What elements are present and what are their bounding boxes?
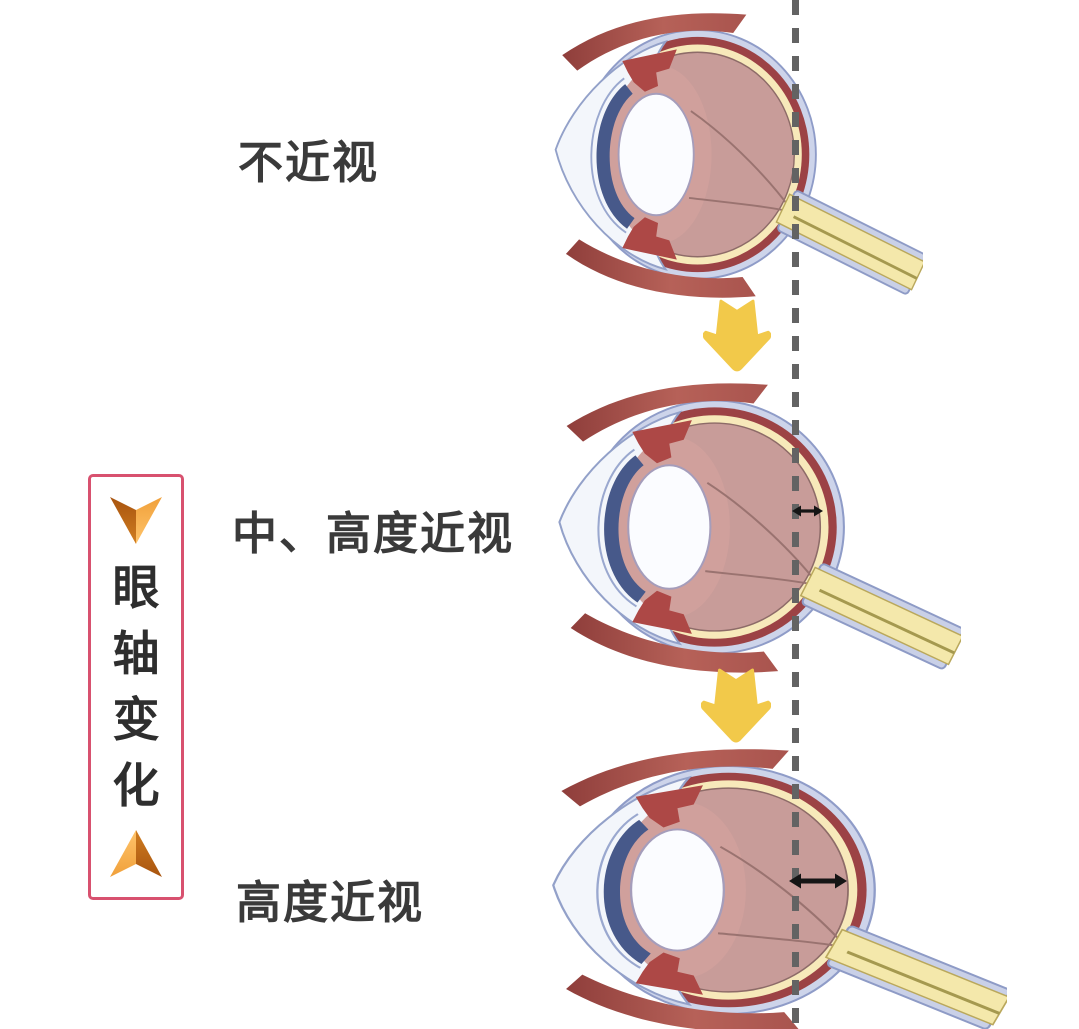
- stage-label-moderate-high-myopia: 中、高度近视: [232, 508, 515, 559]
- chevron-up-icon: [110, 830, 162, 877]
- axial-elongation-marker-large: [789, 873, 847, 889]
- legend-text: 眼 轴 变 化: [113, 555, 160, 819]
- stage-label-no-myopia: 不近视: [238, 137, 380, 188]
- chevron-down-icon: [110, 497, 162, 544]
- legend-char: 化: [112, 759, 160, 812]
- legend-char: 眼: [112, 561, 160, 614]
- stage-label-high-myopia: 高度近视: [236, 877, 425, 928]
- legend-char: 轴: [112, 627, 160, 680]
- axial-elongation-marker-small: [792, 505, 823, 517]
- axial-change-legend: 眼 轴 变 化: [88, 474, 184, 900]
- legend-char: 变: [112, 693, 160, 746]
